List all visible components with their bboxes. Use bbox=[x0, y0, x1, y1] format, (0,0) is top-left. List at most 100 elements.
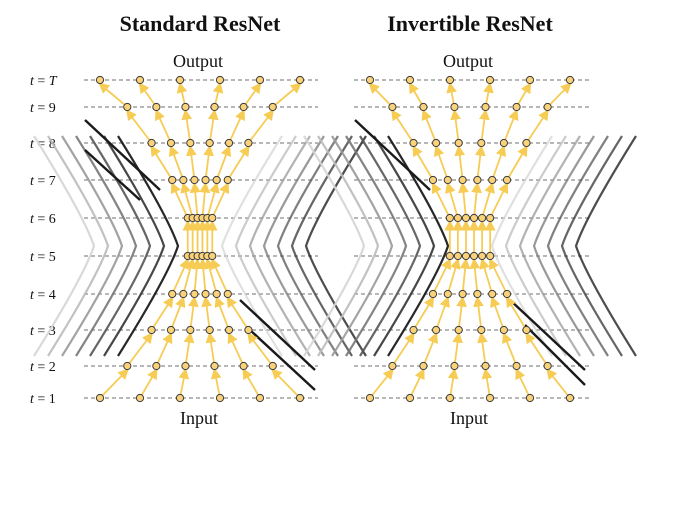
title-invertible-resnet: Invertible ResNet bbox=[387, 11, 553, 36]
trajectory-node bbox=[95, 75, 105, 85]
trajectory-node bbox=[469, 213, 479, 223]
trajectory-edge bbox=[139, 368, 158, 399]
trajectory-edge bbox=[412, 296, 435, 331]
trajectory-edge bbox=[479, 108, 490, 144]
trajectory-node bbox=[147, 138, 156, 148]
trajectory-node bbox=[522, 325, 531, 335]
trajectory-node bbox=[190, 175, 199, 185]
trajectory-edge bbox=[206, 181, 220, 219]
trajectory-edge bbox=[150, 145, 174, 181]
time-label: t = 5 bbox=[30, 250, 56, 265]
trajectory-edge bbox=[369, 368, 394, 399]
trajectory-node bbox=[481, 361, 490, 371]
trajectory-node bbox=[454, 325, 463, 335]
trajectory-edge bbox=[469, 257, 481, 295]
trajectory-node bbox=[486, 213, 495, 223]
trajectory-node bbox=[512, 102, 521, 112]
trajectory-edge bbox=[155, 109, 172, 144]
trajectory-node bbox=[469, 251, 479, 261]
input-label-invertible: Input bbox=[450, 408, 488, 428]
trajectory-node bbox=[186, 325, 195, 335]
trajectory-node bbox=[208, 251, 217, 261]
trajectory-edge bbox=[458, 181, 469, 219]
trajectory-node bbox=[565, 393, 575, 403]
trajectory-node bbox=[477, 213, 487, 223]
flow-streamline bbox=[304, 135, 367, 357]
trajectory-node bbox=[179, 175, 188, 185]
trajectory-node bbox=[543, 361, 552, 371]
flow-streamline bbox=[47, 135, 110, 357]
trajectory-node bbox=[175, 75, 185, 85]
trajectory-edge bbox=[210, 258, 229, 295]
trajectory-node bbox=[486, 251, 495, 261]
trajectory-node bbox=[445, 251, 454, 261]
trajectory-edge bbox=[272, 82, 302, 108]
trajectory-node bbox=[186, 138, 195, 148]
flow-streamline bbox=[262, 135, 325, 357]
trajectory-edge bbox=[125, 109, 153, 144]
trajectory-node bbox=[445, 213, 454, 223]
trajectory-edge bbox=[138, 82, 158, 108]
trajectory-node bbox=[365, 393, 375, 403]
flow-streamline bbox=[220, 135, 283, 357]
trajectory-edge bbox=[432, 258, 451, 295]
trajectory-node bbox=[450, 102, 459, 112]
flow-streamline bbox=[518, 135, 581, 357]
trajectory-node bbox=[473, 175, 482, 185]
trajectory-node bbox=[123, 361, 132, 371]
trajectory-edge bbox=[502, 331, 518, 367]
trajectory-node bbox=[152, 361, 161, 371]
flow-streamline bbox=[373, 135, 436, 357]
flow-streamline bbox=[84, 149, 141, 201]
trajectory-edge bbox=[433, 144, 449, 181]
time-step-labels: t = Tt = 9t = 8t = 7t = 6t = 5t = 4t = 3… bbox=[30, 74, 58, 407]
trajectory-node bbox=[365, 75, 375, 85]
trajectory-edge bbox=[271, 368, 301, 399]
trajectory-node bbox=[135, 75, 145, 85]
trajectory-node bbox=[212, 289, 221, 299]
trajectory-edge bbox=[474, 144, 486, 181]
trajectory-edge bbox=[515, 82, 532, 108]
time-label: t = 7 bbox=[30, 174, 56, 189]
trajectory-edge bbox=[170, 295, 186, 331]
flow-streamline bbox=[84, 119, 161, 191]
trajectory-edge bbox=[445, 181, 459, 219]
trajectory-edge bbox=[199, 181, 211, 219]
trajectory-node bbox=[432, 325, 441, 335]
trajectory-node bbox=[179, 289, 188, 299]
flow-streamline bbox=[234, 135, 297, 357]
trajectory-node bbox=[190, 289, 199, 299]
trajectory-edge bbox=[459, 257, 471, 295]
trajectory-edge bbox=[242, 368, 261, 399]
trajectory-edge bbox=[409, 368, 425, 399]
trajectory-node bbox=[295, 393, 305, 403]
trajectory-edge bbox=[525, 332, 549, 367]
trajectory-edge bbox=[481, 181, 495, 219]
trajectory-edge bbox=[168, 144, 185, 181]
trajectory-node bbox=[208, 213, 217, 223]
trajectory-node bbox=[95, 393, 105, 403]
trajectory-node bbox=[461, 213, 471, 223]
flow-streamline bbox=[103, 135, 166, 357]
trajectory-node bbox=[428, 289, 438, 299]
flow-streamline bbox=[504, 135, 567, 357]
trajectory-node bbox=[473, 289, 482, 299]
trajectory-edge bbox=[203, 144, 214, 181]
output-label-invertible: Output bbox=[443, 51, 493, 71]
trajectory-node bbox=[123, 102, 132, 112]
trajectory-node bbox=[543, 102, 552, 112]
flow-streamline bbox=[574, 135, 637, 357]
time-label: t = 6 bbox=[30, 212, 56, 227]
trajectory-edge bbox=[546, 368, 571, 399]
flow-streamline bbox=[546, 135, 609, 357]
trajectory-edge bbox=[228, 109, 245, 144]
trajectory-edge bbox=[98, 82, 128, 108]
trajectory-edge bbox=[211, 182, 230, 219]
trajectory-node bbox=[166, 138, 176, 148]
trajectory-node bbox=[445, 75, 455, 85]
trajectory-edge bbox=[210, 367, 222, 399]
time-label: t = 3 bbox=[30, 324, 56, 339]
trajectory-edge bbox=[525, 109, 549, 144]
trajectory-node bbox=[409, 138, 418, 148]
trajectory-edge bbox=[446, 257, 461, 295]
